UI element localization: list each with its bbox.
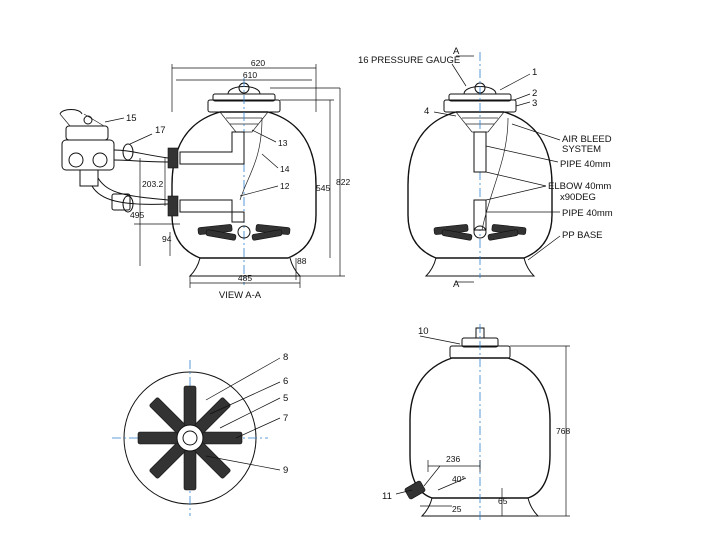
- part-17: 17: [155, 125, 166, 136]
- air-bleed-label-1: AIR BLEED: [562, 134, 612, 145]
- part-10: 10: [418, 326, 429, 337]
- part-12: 12: [280, 181, 290, 191]
- part-14: 14: [280, 164, 290, 174]
- dim-40deg: 40°: [452, 474, 465, 484]
- part-2: 2: [532, 88, 537, 99]
- view-aa: 620 610 822 545 203.2 495 94 88 485 VIEW…: [59, 58, 350, 301]
- dim-545: 545: [316, 183, 330, 193]
- air-bleed-label-2: SYSTEM: [562, 144, 601, 155]
- view-laterals-plan: 8 6 5 7 9: [112, 352, 288, 516]
- part-5: 5: [283, 393, 288, 404]
- view-aa-title: VIEW A-A: [219, 290, 262, 301]
- part-1: 1: [532, 67, 537, 78]
- part-8: 8: [283, 352, 288, 363]
- pipe-40-label-a: PIPE 40mm: [560, 159, 611, 170]
- part-13: 13: [278, 138, 288, 148]
- lower-central-pipe: [473, 199, 487, 231]
- lower-port-aa: [167, 195, 179, 217]
- view-exterior: 10 768 236 40° 65 25 11: [382, 324, 570, 520]
- o-ring-upper: [122, 143, 134, 161]
- elbow-label-1: ELBOW 40mm: [548, 181, 611, 192]
- multiport-valve: [59, 109, 115, 187]
- upper-pipe-aa: [179, 131, 245, 165]
- part-3: 3: [532, 98, 537, 109]
- laterals-side: [433, 224, 527, 241]
- part-4: 4: [424, 106, 429, 117]
- upper-port-aa: [167, 147, 179, 169]
- section-a-bottom: A: [453, 279, 460, 290]
- laterals-aa: [197, 224, 291, 241]
- dim-88: 88: [297, 256, 307, 266]
- view-side: A A 16 PRESSURE GAUGE 1 2 3 4 AIR BLEED …: [358, 46, 613, 290]
- dim-610: 610: [243, 70, 257, 80]
- drain-port: [404, 465, 441, 500]
- dim-94: 94: [162, 234, 172, 244]
- dim-822: 822: [336, 177, 350, 187]
- dim-485: 485: [238, 273, 252, 283]
- pressure-gauge-label: PRESSURE GAUGE: [371, 55, 460, 66]
- part-16: 16: [358, 55, 369, 66]
- lower-pipe-aa: [179, 199, 245, 223]
- dim-65: 65: [498, 496, 508, 506]
- lateral-arms: [137, 385, 243, 491]
- section-a-top: A: [453, 46, 460, 57]
- dim-203: 203.2: [142, 179, 164, 189]
- part-6: 6: [283, 376, 288, 387]
- upper-central-pipe: [473, 131, 487, 173]
- dim-25: 25: [452, 504, 462, 514]
- dim-768: 768: [556, 426, 570, 436]
- o-ring-lower: [122, 195, 134, 213]
- part-7: 7: [283, 413, 288, 424]
- base-aa: [188, 257, 302, 277]
- part-11: 11: [382, 491, 392, 502]
- pp-base-label: PP BASE: [562, 230, 603, 241]
- pipe-40-label-b: PIPE 40mm: [562, 208, 613, 219]
- dim-236: 236: [446, 454, 460, 464]
- elbow-label-2: x90DEG: [560, 192, 596, 203]
- dim-620: 620: [251, 58, 265, 68]
- dim-495: 495: [130, 210, 144, 220]
- part-15: 15: [126, 113, 137, 124]
- part-9: 9: [283, 465, 288, 476]
